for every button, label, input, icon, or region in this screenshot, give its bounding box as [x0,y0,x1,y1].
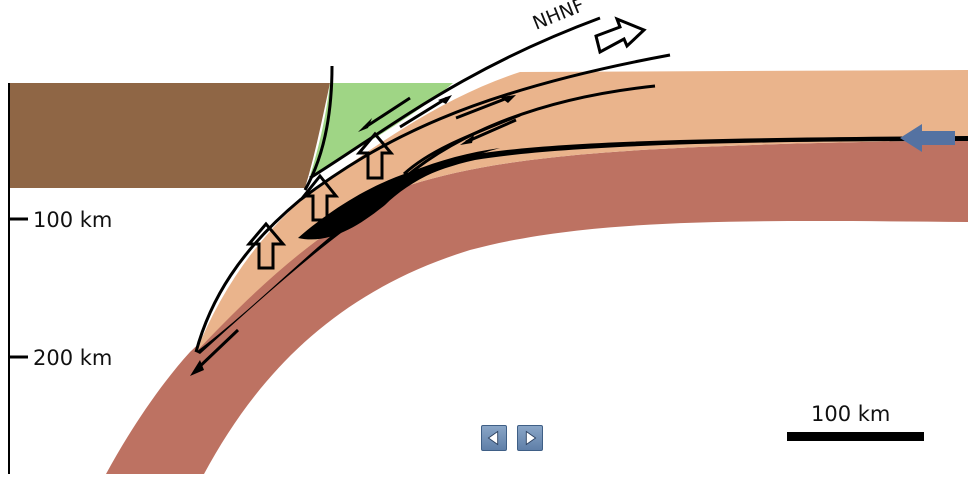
next-button[interactable] [517,425,543,451]
shear-arrow-head [190,360,204,376]
scale-bar-line [787,432,924,441]
scale-bar-label: 100 km [811,402,890,426]
upper-thrust-line [194,53,671,353]
convergence-arrow-icon [900,124,955,152]
up-arrow-icon [300,173,340,222]
shear-arrow-upper-1 [399,96,448,129]
normal-fault-line [309,16,601,180]
up-arrow-icon [245,221,287,270]
shear-arrow-head [358,118,372,132]
depth-label-200: 200 km [33,346,112,370]
shear-arrow-head [500,95,516,103]
shear-arrow-lower [465,118,517,144]
previous-button[interactable] [481,425,507,451]
up-arrow-icon [355,131,395,180]
exhumation-arrows [245,131,395,270]
depth-axis: 100 km 200 km [8,83,112,474]
fault-label: NHNF [530,0,588,35]
channel-top-line [402,113,521,176]
shear-arrow-upper-2 [455,95,511,120]
shear-arrow-wedge [363,96,411,130]
continental-block [9,83,330,188]
extension-arrow-icon [594,16,647,55]
scale-bar: 100 km [787,402,924,441]
subducting-slab [106,140,968,474]
depth-label-100: 100 km [33,208,112,232]
shear-arrows [190,95,517,376]
channel-lens [298,148,500,240]
shear-arrow-slab-down [194,328,240,372]
shear-arrow-head [438,95,452,104]
triangle-left-icon [487,430,499,446]
triangle-right-icon [525,430,537,446]
fault-lines [194,16,671,353]
shear-arrow-head [460,135,474,145]
vertical-fault-line [303,65,334,191]
